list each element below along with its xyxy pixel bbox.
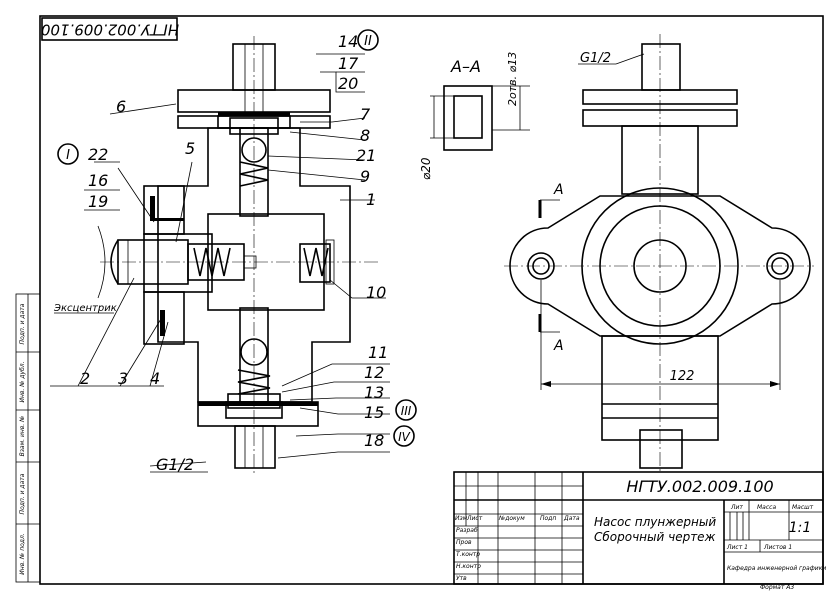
leader-lines <box>50 53 390 467</box>
callout-13: 13 <box>364 383 384 402</box>
title-block: НГТУ.002.009.100 Насос плунжерный Сбороч… <box>453 471 826 591</box>
section-a-a: А–А ⌀20 2отв. ⌀13 <box>419 52 530 180</box>
stamp-scale: 1:1 <box>789 520 812 536</box>
svg-text:Масшт: Масшт <box>792 504 814 511</box>
thread-top: G1/2 <box>580 51 611 66</box>
stamp-code: НГТУ.002.009.100 <box>626 477 773 496</box>
svg-text:Н.контр: Н.контр <box>456 563 481 570</box>
dim-d20: ⌀20 <box>419 157 433 180</box>
side-label-3: Взам. инв. № <box>19 416 26 457</box>
callout-12: 12 <box>364 363 384 382</box>
callout-5: 5 <box>185 139 195 158</box>
svg-text:Утв: Утв <box>456 575 467 582</box>
callout-10: 10 <box>366 283 386 302</box>
stamp-title-2: Сборочный чертеж <box>594 530 716 544</box>
svg-text:Изм: Изм <box>455 515 468 522</box>
callout-1: 1 <box>366 190 376 209</box>
svg-text:Разраб: Разраб <box>456 527 478 534</box>
dim-2holes-d13: 2отв. ⌀13 <box>506 52 519 106</box>
svg-text:№докум: №докум <box>498 515 525 522</box>
view-circle-II <box>357 29 379 51</box>
stamp-title-1: Насос плунжерный <box>594 515 716 529</box>
side-label-1: Подп. и дата <box>19 303 26 344</box>
svg-text:Пров: Пров <box>456 539 472 546</box>
stamp-format: Формат А3 <box>760 584 794 591</box>
callout-16: 16 <box>88 171 108 190</box>
cut-label-a-top: А <box>553 182 564 198</box>
callout-18: 18 <box>364 431 384 450</box>
callout-21: 21 <box>356 146 376 165</box>
view-circle-I <box>57 143 79 165</box>
callout-3: 3 <box>118 369 128 388</box>
callout-4: 4 <box>150 369 160 388</box>
callout-11: 11 <box>368 343 388 362</box>
view-circle-IV <box>393 425 415 447</box>
side-label-2: Инв. № дубл. <box>19 361 26 402</box>
corner-code-box <box>41 17 178 41</box>
callout-14: 14 <box>338 32 358 51</box>
svg-text:I: I <box>66 148 70 163</box>
svg-text:Лист: Лист <box>466 515 483 522</box>
svg-text:Масса: Масса <box>757 504 776 511</box>
callout-17: 17 <box>338 54 359 73</box>
stamp-org: Кафедра инженерной графики <box>727 565 826 572</box>
callout-19: 19 <box>88 192 108 211</box>
dim-122: 122 <box>670 369 695 384</box>
corner-code-text: НГТУ.002.009.100 <box>41 21 179 39</box>
callout-20: 20 <box>338 74 358 93</box>
thread-bottom: G1/2 <box>156 455 194 474</box>
svg-text:Лит: Лит <box>730 504 743 511</box>
side-view: А А 122 G1/2 <box>504 34 814 474</box>
cut-label-a-bottom: А <box>553 338 564 354</box>
callout-7: 7 <box>360 105 371 124</box>
svg-text:Подп: Подп <box>540 515 556 522</box>
svg-text:Дата: Дата <box>563 515 580 522</box>
eccentric-label: Эксцентрик <box>53 303 117 314</box>
svg-text:Т.контр: Т.контр <box>456 551 480 558</box>
svg-text:III: III <box>401 404 412 418</box>
callout-15: 15 <box>364 403 384 422</box>
callout-6: 6 <box>116 97 126 116</box>
stamp-sheets: Листов 1 <box>763 544 792 551</box>
callout-9: 9 <box>360 167 370 186</box>
side-label-5: Инв. № подл. <box>19 533 26 574</box>
svg-text:IV: IV <box>398 430 411 444</box>
callout-8: 8 <box>360 126 370 145</box>
section-title: А–А <box>450 57 481 76</box>
side-label-4: Подп. и дата <box>19 473 26 514</box>
callout-2: 2 <box>80 369 90 388</box>
callout-22: 22 <box>88 145 108 164</box>
stamp-sheet: Лист 1 <box>726 544 748 551</box>
svg-text:II: II <box>364 34 372 49</box>
view-circle-III <box>395 399 417 421</box>
main-section-view <box>97 36 380 476</box>
